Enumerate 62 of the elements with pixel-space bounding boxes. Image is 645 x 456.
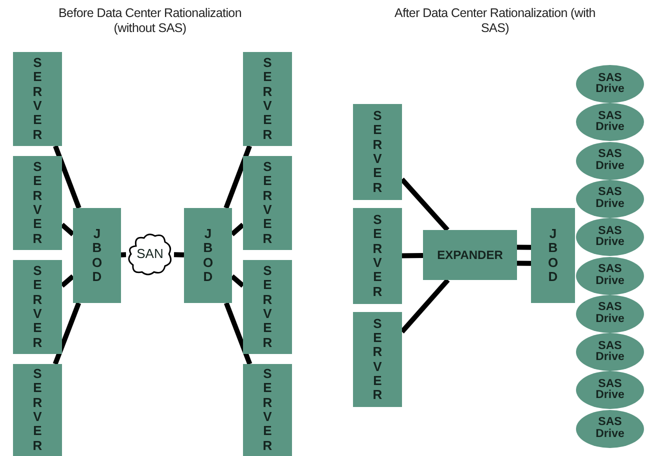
node-label: SERVER — [372, 316, 384, 402]
connector-line — [224, 302, 252, 365]
node-label: SAS Drive — [594, 264, 626, 287]
expander-box — [423, 230, 517, 280]
node-label: SERVER — [32, 264, 44, 350]
panel-heading: Before Data Center Rationalization (without SAS) — [58, 6, 242, 36]
drive-ellipse — [576, 218, 644, 256]
server-box — [13, 156, 62, 250]
connector-line — [230, 222, 245, 236]
node-label: SAS Drive — [594, 417, 626, 440]
storage-box — [73, 208, 121, 303]
connector-line — [517, 260, 531, 266]
server-box — [353, 104, 402, 200]
connector-line — [402, 253, 424, 258]
drive-ellipse — [576, 256, 644, 294]
node-label: JBOD — [202, 226, 214, 284]
connector-line — [60, 222, 75, 236]
node-label: SAS Drive — [594, 378, 626, 402]
connector-line — [517, 244, 531, 250]
node-label: JBOD — [546, 226, 560, 284]
node-label: SERVER — [32, 56, 44, 142]
server-box — [243, 364, 292, 456]
node-label: SAS Drive — [594, 72, 626, 96]
node-label: SAS Drive — [594, 149, 626, 172]
node-label: SAN — [136, 246, 164, 262]
connector-line — [120, 252, 126, 258]
node-label: SERVER — [372, 109, 384, 195]
connector-line — [60, 274, 75, 288]
drive-ellipse — [576, 294, 644, 333]
node-label: EXPANDER — [437, 248, 503, 262]
server-box — [13, 260, 62, 354]
connector-line — [400, 278, 450, 334]
server-box — [353, 312, 402, 407]
node-label: SERVER — [32, 160, 44, 246]
node-label: SERVER — [32, 367, 44, 453]
connector-line — [174, 252, 184, 258]
server-box — [243, 52, 292, 146]
node-label: SERVER — [262, 367, 274, 453]
connector-line — [53, 145, 82, 209]
node-label: SAS Drive — [594, 110, 626, 134]
server-box — [353, 208, 402, 304]
node-label: SAS Drive — [594, 187, 626, 210]
drive-ellipse — [576, 180, 644, 218]
server-box — [13, 364, 62, 456]
connector-line — [52, 302, 82, 365]
storage-box — [184, 208, 232, 303]
node-label: SAS Drive — [594, 226, 626, 249]
panel-heading: After Data Center Rationalization (with SAS) — [394, 6, 596, 36]
node-label: SAS Drive — [594, 302, 626, 326]
connector-line — [224, 145, 252, 209]
node-label: SAS Drive — [594, 340, 626, 364]
node-label: SERVER — [262, 160, 274, 246]
server-box — [13, 52, 62, 146]
server-box — [243, 260, 292, 354]
connector-line — [400, 178, 450, 232]
node-label: JBOD — [90, 226, 104, 284]
server-box — [243, 156, 292, 250]
storage-box — [531, 208, 575, 303]
node-label: SERVER — [262, 56, 274, 142]
node-label: SERVER — [262, 264, 274, 350]
connector-line — [230, 274, 245, 288]
node-label: SERVER — [372, 213, 384, 299]
